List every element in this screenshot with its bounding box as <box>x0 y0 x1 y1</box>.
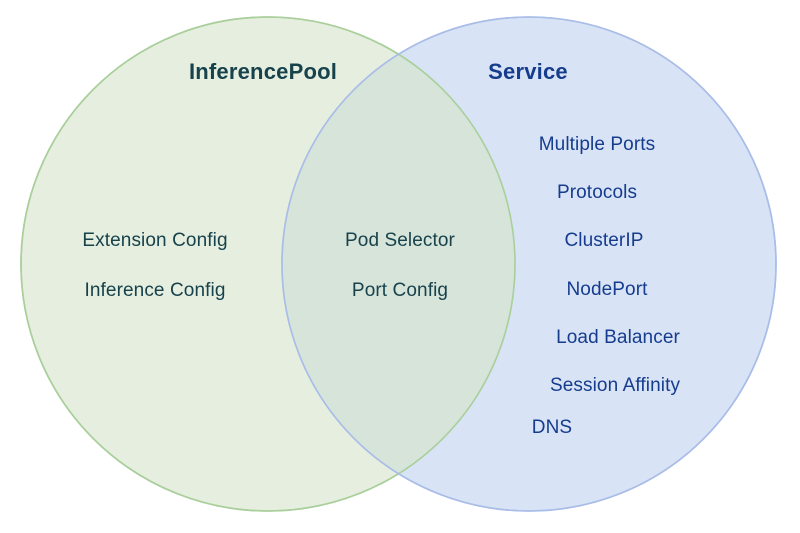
inference-pool-item-extension-config: Extension Config <box>82 230 228 251</box>
shared-item-port-config: Port Config <box>351 280 449 301</box>
service-item-protocols: Protocols <box>556 182 638 203</box>
service-item-load-balancer: Load Balancer <box>556 327 680 348</box>
inference-pool-item-inference-config: Inference Config <box>84 280 226 301</box>
inference-pool-title: InferencePool <box>188 59 338 84</box>
service-item-nodeport: NodePort <box>566 279 648 300</box>
inference-pool-outline <box>20 16 516 512</box>
shared-item-pod-selector: Pod Selector <box>345 230 455 251</box>
service-item-clusterip: ClusterIP <box>564 230 644 251</box>
service-title: Service <box>488 59 568 84</box>
service-item-session-affinity: Session Affinity <box>549 375 681 396</box>
intersection-region <box>282 17 515 511</box>
service-item-dns: DNS <box>531 417 573 438</box>
service-item-multiple-ports: Multiple Ports <box>538 134 656 155</box>
service-outline <box>281 16 777 512</box>
